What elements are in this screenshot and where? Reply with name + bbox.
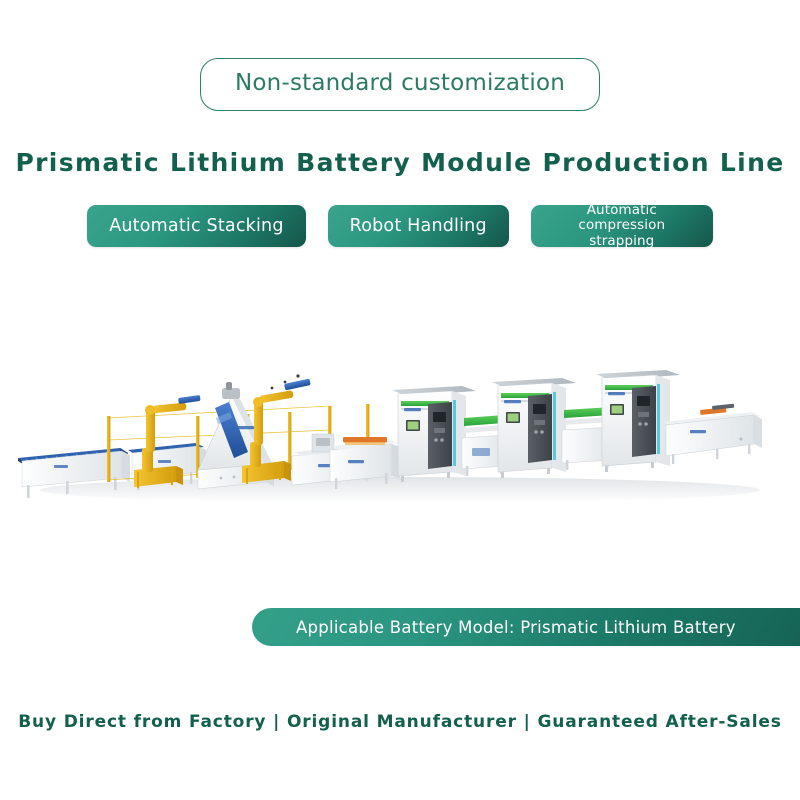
feature-pill-label: Robot Handling [349,216,487,236]
footer-tagline: Buy Direct from Factory | Original Manuf… [18,712,782,732]
page-title: Prismatic Lithium Battery Module Product… [15,148,785,177]
enclosed-machine-2 [492,378,576,478]
feature-pill-automatic-stacking: Automatic Stacking [87,205,306,247]
feature-pill-automatic-compression-strapping: Automatic compression strapping [530,202,713,249]
feature-pill-robot-handling: Robot Handling [327,205,509,247]
feature-pill-label: Automatic Stacking [109,216,284,236]
robot-arm-1 [134,395,201,488]
non-standard-badge: Non-standard customization [200,58,600,111]
feature-pill-row: Automatic Stacking Robot Handling Automa… [0,202,800,249]
production-line-illustration [0,330,800,580]
enclosed-machine-3 [596,370,680,472]
conveyor-bridge-1 [461,415,507,476]
feature-pill-label-line2: strapping [589,232,655,249]
robot-arm-2 [242,374,311,484]
infeed-conveyor [18,448,130,498]
applicable-model-label: Applicable Battery Model: Prismatic Lith… [296,617,736,637]
outfeed-conveyor [664,403,762,464]
applicable-model-banner: Applicable Battery Model: Prismatic Lith… [252,608,800,646]
conveyor-bridge-2 [561,407,615,470]
pressing-station [329,437,400,489]
feature-pill-label-line1: Automatic compression [578,202,666,234]
enclosed-machine-1 [392,386,476,482]
non-standard-badge-label: Non-standard customization [235,70,565,96]
non-standard-badge-container: Non-standard customization [0,58,800,111]
